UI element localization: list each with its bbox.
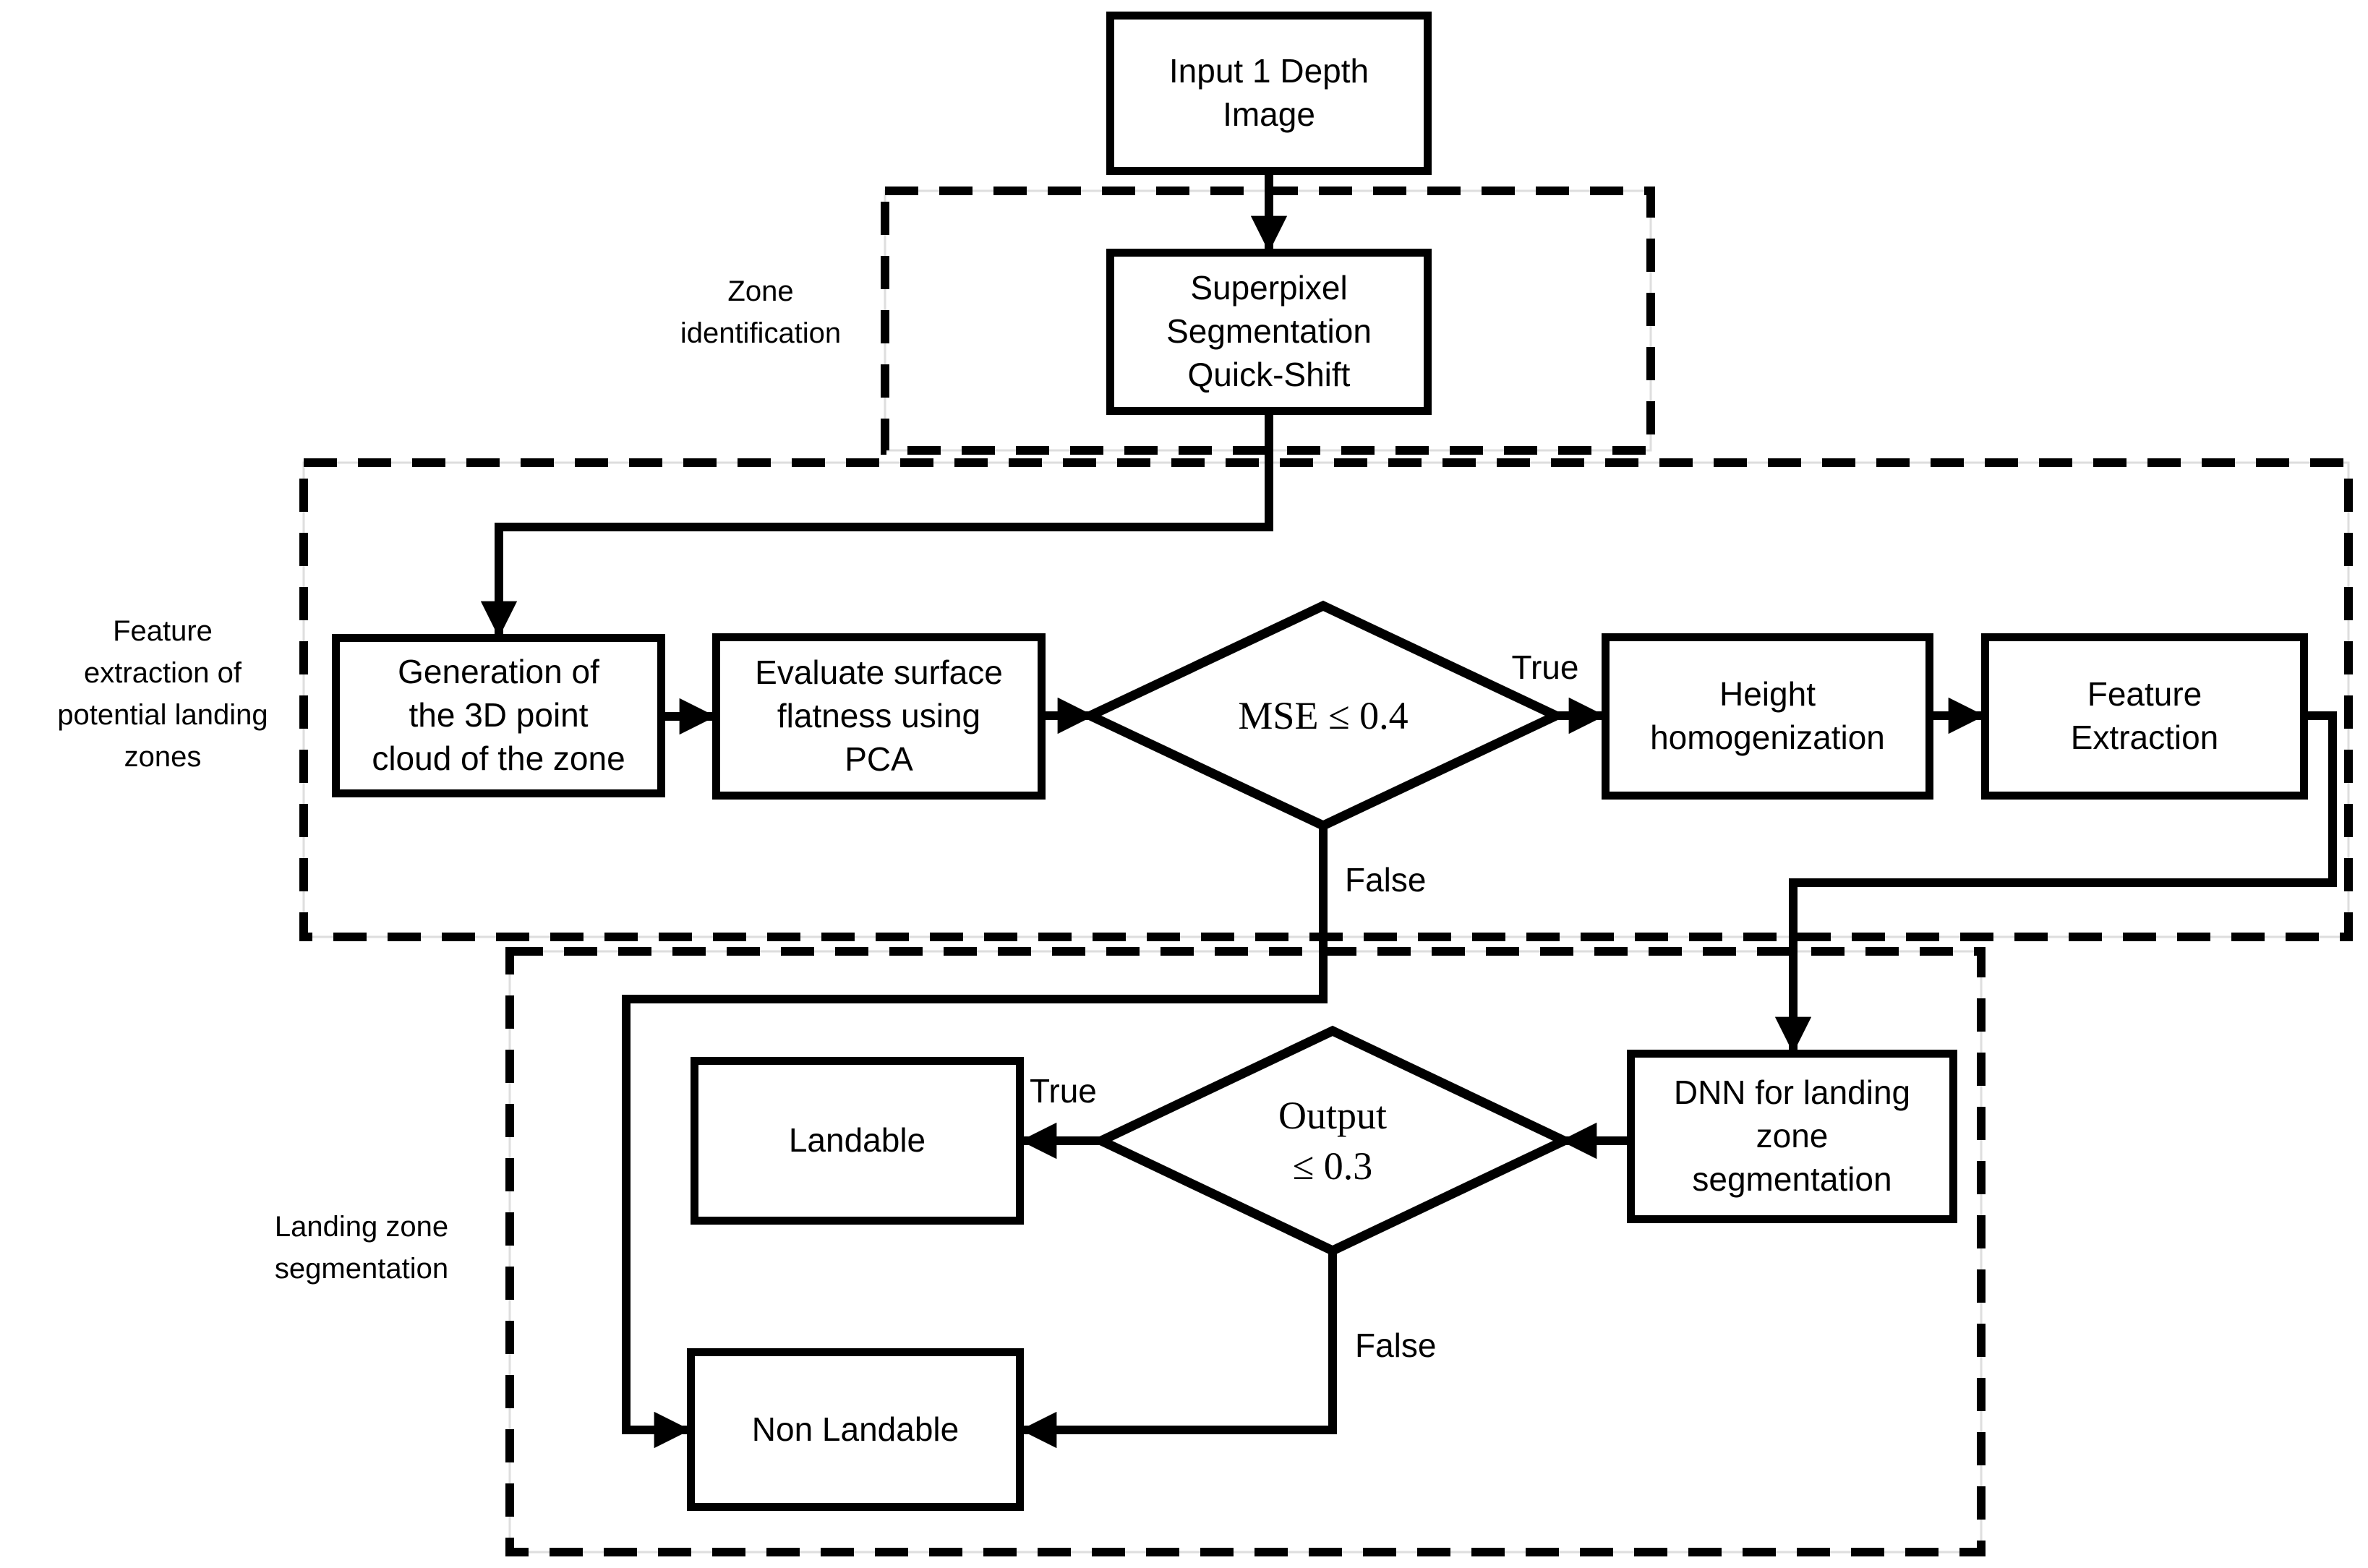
landing-zone-frame: [505, 947, 1986, 1556]
edge-superpixel-to-generation: [480, 415, 1273, 638]
node-height-homogenization: Height homogenization: [1602, 633, 1933, 800]
edge-feature-extraction-to-dnn: [1774, 711, 2337, 1054]
node-superpixel-segmentation: Superpixel Segmentation Quick-Shift: [1106, 249, 1432, 415]
mse-decision-label: MSE ≤ 0.4: [1238, 693, 1409, 737]
branch-label-output-true: True: [1030, 1072, 1097, 1110]
branch-label-mse-false: False: [1345, 861, 1427, 899]
edge-mse-false-to-non-landable: [622, 826, 1328, 1449]
node-landable: Landable: [691, 1057, 1024, 1225]
node-point-cloud-generation: Generation of the 3D point cloud of the …: [332, 634, 665, 797]
section-label-zone-identification: Zone identification: [680, 275, 842, 349]
output-decision-label: Output ≤ 0.3: [1278, 1093, 1387, 1188]
section-label-landing-zone: Landing zone segmentation: [274, 1211, 449, 1285]
mse-decision-diamond: [1079, 600, 1568, 831]
output-decision-diamond: [1090, 1025, 1576, 1256]
node-input-depth-image: Input 1 Depth Image: [1106, 12, 1432, 175]
branch-label-output-false: False: [1355, 1327, 1437, 1364]
edge-output-false-to-non-landable: [1020, 1251, 1337, 1449]
node-feature-extraction: Feature Extraction: [1981, 633, 2308, 800]
section-label-feature-extraction: Feature extraction of potential landing …: [57, 615, 268, 773]
node-non-landable: Non Landable: [687, 1348, 1024, 1511]
branch-label-mse-true: True: [1511, 648, 1579, 686]
node-evaluate-surface-flatness: Evaluate surface flatness using PCA: [712, 633, 1046, 800]
node-dnn-segmentation: DNN for landing zone segmentation: [1627, 1050, 1957, 1223]
